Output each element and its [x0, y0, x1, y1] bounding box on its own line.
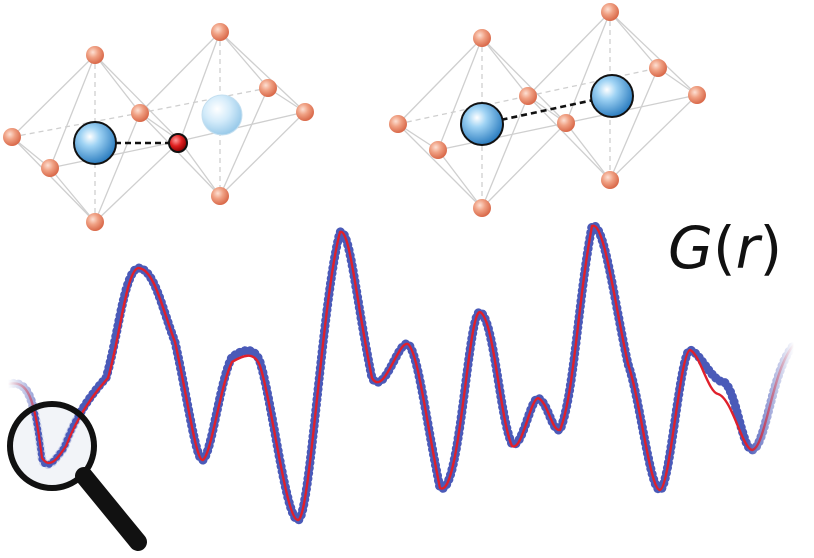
cation-atom-faded — [201, 94, 243, 136]
curve-fit — [6, 224, 796, 522]
small-cation-atom — [168, 133, 188, 153]
structure-right — [389, 3, 706, 217]
cation-atom-right-a — [460, 102, 504, 146]
anion-atoms-right — [389, 3, 706, 217]
bond-right — [481, 94, 613, 126]
gr-label-close: ) — [759, 214, 782, 282]
cation-atom-left — [73, 121, 117, 165]
anion-atoms-left — [3, 23, 314, 231]
gr-label-letter: G — [668, 214, 713, 282]
cage-edges-right — [397, 11, 698, 209]
gr-label: G(r) — [668, 214, 782, 282]
gr-label-var: r — [736, 214, 763, 282]
cation-atom-right-b — [590, 74, 634, 118]
structure-left — [3, 23, 314, 231]
gr-label-open: ( — [713, 214, 736, 282]
cage-edges-left — [11, 31, 306, 223]
